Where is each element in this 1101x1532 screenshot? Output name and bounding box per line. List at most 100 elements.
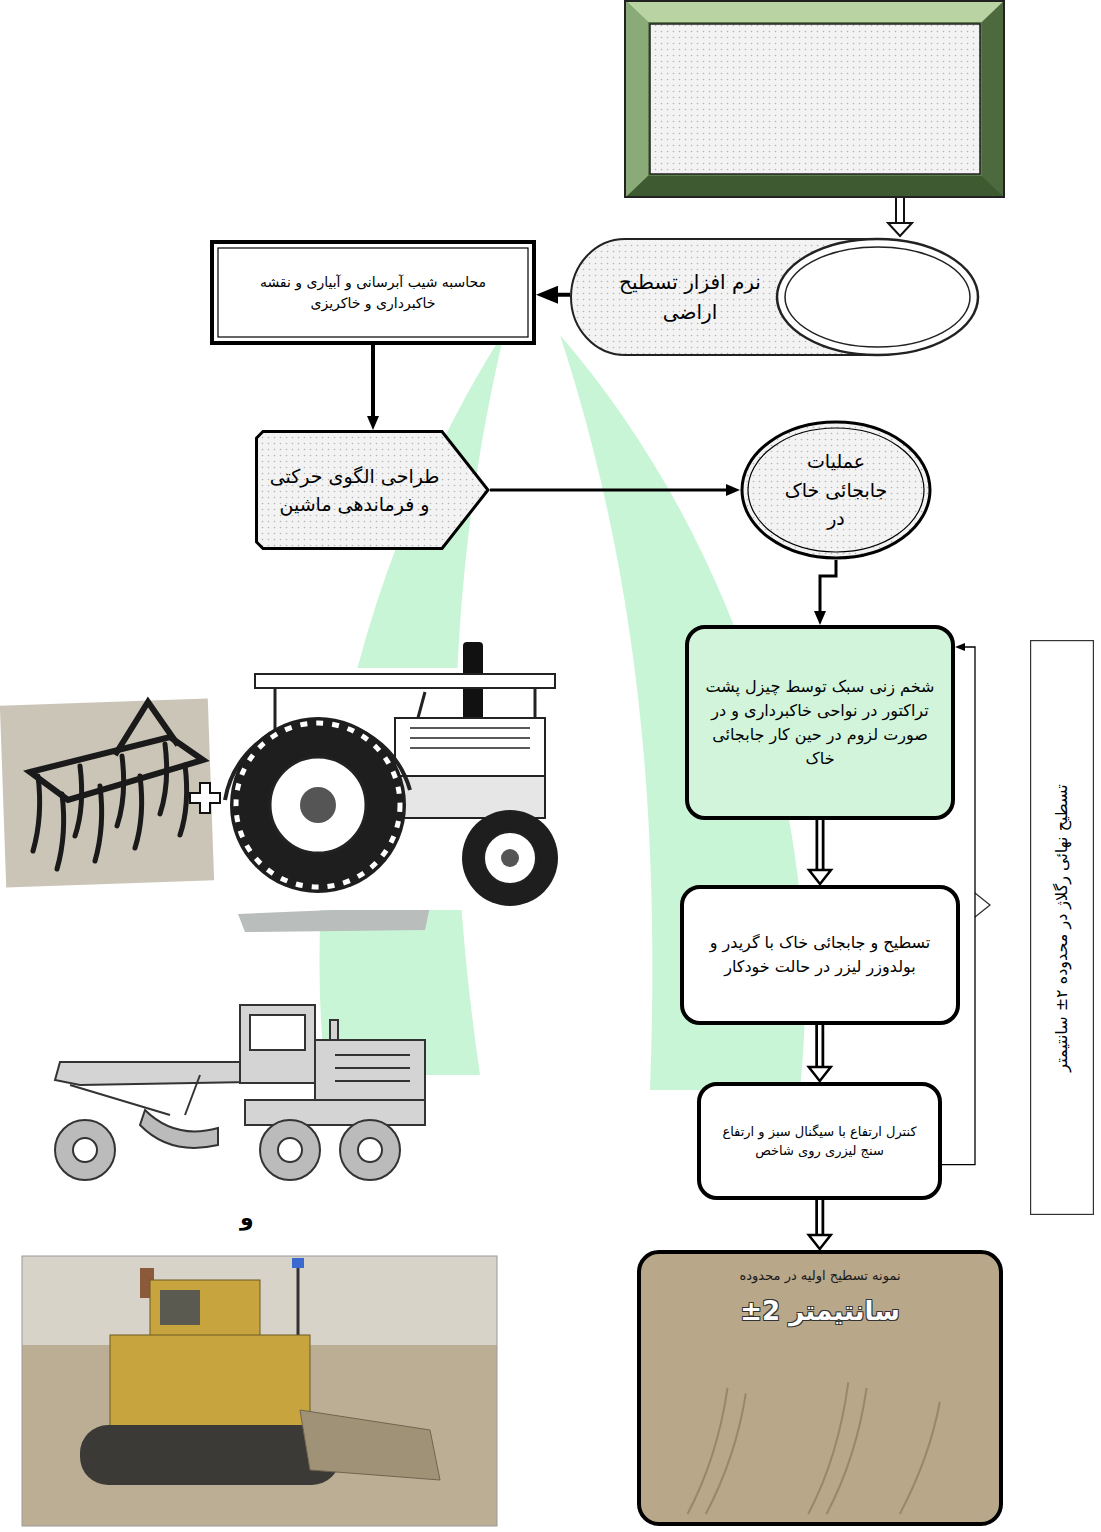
bulldozer-photo	[22, 1256, 497, 1526]
text-area: عملیات جابجائی خاک در	[740, 447, 932, 533]
tractor-drawing	[270, 757, 366, 853]
bulldozer-photo	[110, 1335, 310, 1435]
connector	[809, 870, 831, 884]
connector	[815, 1200, 824, 1237]
node-outline	[900, 1402, 940, 1514]
node-outline	[742, 422, 930, 558]
node-outline	[255, 430, 490, 550]
node-outline	[688, 1388, 728, 1514]
node-text: طراحی الگوی حرکتی و فرماندهی ماشین	[269, 462, 440, 519]
node-outline	[706, 1394, 746, 1514]
grader-drawing	[55, 1120, 115, 1180]
node-text: شخم زنی سبک توسط چیزل پشت تراکتور در نوا…	[703, 675, 937, 771]
node-text: نمونه تسطیح اولیه در محدوده	[653, 1266, 987, 1286]
node-outline	[639, 1252, 1001, 1524]
plus-sign	[190, 783, 220, 813]
tractor-drawing	[410, 737, 530, 739]
chisel-plow-photo	[75, 766, 82, 836]
connector	[373, 345, 374, 424]
tractor-drawing	[230, 717, 406, 893]
flow-arrow	[895, 198, 897, 223]
tractor-drawing	[255, 674, 555, 688]
process-pentagon: طراحی الگوی حرکتی و فرماندهی ماشین	[255, 430, 490, 550]
software-cylinder: نرم افزار تسطیح اراضی	[570, 238, 980, 356]
connector	[818, 1025, 822, 1070]
node-outline	[697, 1082, 942, 1200]
grader-drawing	[330, 1020, 338, 1040]
tractor-drawing	[300, 787, 336, 823]
tractor-drawing	[218, 642, 580, 910]
node-text: تسطیح نهائی رگلاژ در محدوده ۲± سانتیمتر	[1050, 650, 1074, 1205]
connector	[490, 490, 734, 491]
frame-box	[982, 0, 1005, 198]
connector	[815, 1025, 824, 1069]
grader-drawing	[245, 1100, 425, 1125]
plus-sign	[190, 783, 220, 813]
chisel-plow-photo	[115, 702, 178, 755]
text-area: تسطیح و جابجائی خاک با گریدر و بولدوزر ل…	[680, 917, 960, 993]
flow-arrow	[903, 198, 905, 223]
grader-drawing	[358, 1138, 382, 1162]
grader-drawing	[250, 1015, 305, 1050]
grader-drawing	[140, 1110, 218, 1148]
text-area: شخم زنی سبک توسط چیزل پشت تراکتور در نوا…	[685, 661, 955, 785]
connector	[820, 560, 836, 619]
node-outline	[785, 247, 970, 347]
node-outline	[210, 240, 536, 345]
tractor-drawing	[410, 728, 530, 748]
node-outline	[639, 1252, 1001, 1524]
frame-box	[625, 176, 1005, 198]
chisel-plow-photo	[95, 786, 102, 861]
tractor-drawing	[395, 718, 545, 776]
node-outline	[777, 239, 978, 355]
grader-drawing	[70, 1085, 170, 1115]
connector	[545, 294, 570, 295]
text-area: نرم افزار تسطیح اراضی	[570, 259, 980, 335]
bracket	[975, 893, 990, 917]
tractor-drawing	[410, 747, 530, 749]
node-outline	[827, 1388, 867, 1514]
connector	[820, 560, 836, 619]
grader-drawing	[278, 1138, 302, 1162]
grader-drawing	[260, 1120, 320, 1180]
grader-drawing	[335, 1080, 410, 1082]
frame-box	[625, 0, 1005, 22]
chisel-plow-photo	[57, 794, 64, 869]
bulldozer-photo	[292, 1258, 304, 1268]
tractor-drawing	[236, 723, 400, 887]
chisel-plow-photo	[160, 744, 167, 814]
connector	[809, 1200, 831, 1249]
bracket	[975, 893, 990, 917]
chisel-plow-photo	[117, 756, 124, 826]
node-outline	[682, 887, 958, 1023]
node-text: عملیات جابجائی خاک در	[774, 447, 898, 533]
conjunction-label: و	[240, 1205, 254, 1230]
process-box: تسطیح و جابجائی خاک با گریدر و بولدوزر ل…	[680, 885, 960, 1025]
grader-drawing	[340, 1120, 400, 1180]
frame-box	[625, 0, 1005, 198]
process-ellipse: عملیات جابجائی خاک در	[740, 420, 932, 560]
node-outline	[218, 248, 528, 337]
node-outline	[680, 885, 960, 1025]
bulldozer-photo	[80, 1425, 340, 1485]
chisel-plow-photo	[33, 776, 40, 851]
text-area: نمونه تسطیح اولیه در محدوده سانتیمتر 2±	[637, 1250, 1003, 1347]
node-text: تسطیح و جابجائی خاک با گریدر و بولدوزر ل…	[698, 931, 942, 979]
node-outline	[699, 1084, 940, 1198]
bulldozer-photo	[300, 1410, 440, 1480]
chisel-plow-photo	[135, 776, 142, 848]
frame-box	[625, 1, 1004, 197]
bulldozer-photo	[150, 1280, 260, 1340]
node-outline	[685, 625, 955, 820]
grader-drawing	[335, 1054, 410, 1056]
grader-drawing	[240, 1005, 315, 1083]
node-text: کنترل ارتفاع با سیگنال سبز و ارتفاع سنج …	[713, 1122, 926, 1161]
bulldozer-photo	[297, 1264, 300, 1335]
node-outline	[637, 1250, 1003, 1526]
node-outline	[257, 432, 489, 549]
node-outline	[687, 627, 953, 818]
connector	[816, 820, 825, 872]
node-text: سانتیمتر 2±	[653, 1292, 987, 1331]
process-box: کنترل ارتفاع با سیگنال سبز و ارتفاع سنج …	[697, 1082, 942, 1200]
chisel-plow-photo	[33, 744, 187, 869]
